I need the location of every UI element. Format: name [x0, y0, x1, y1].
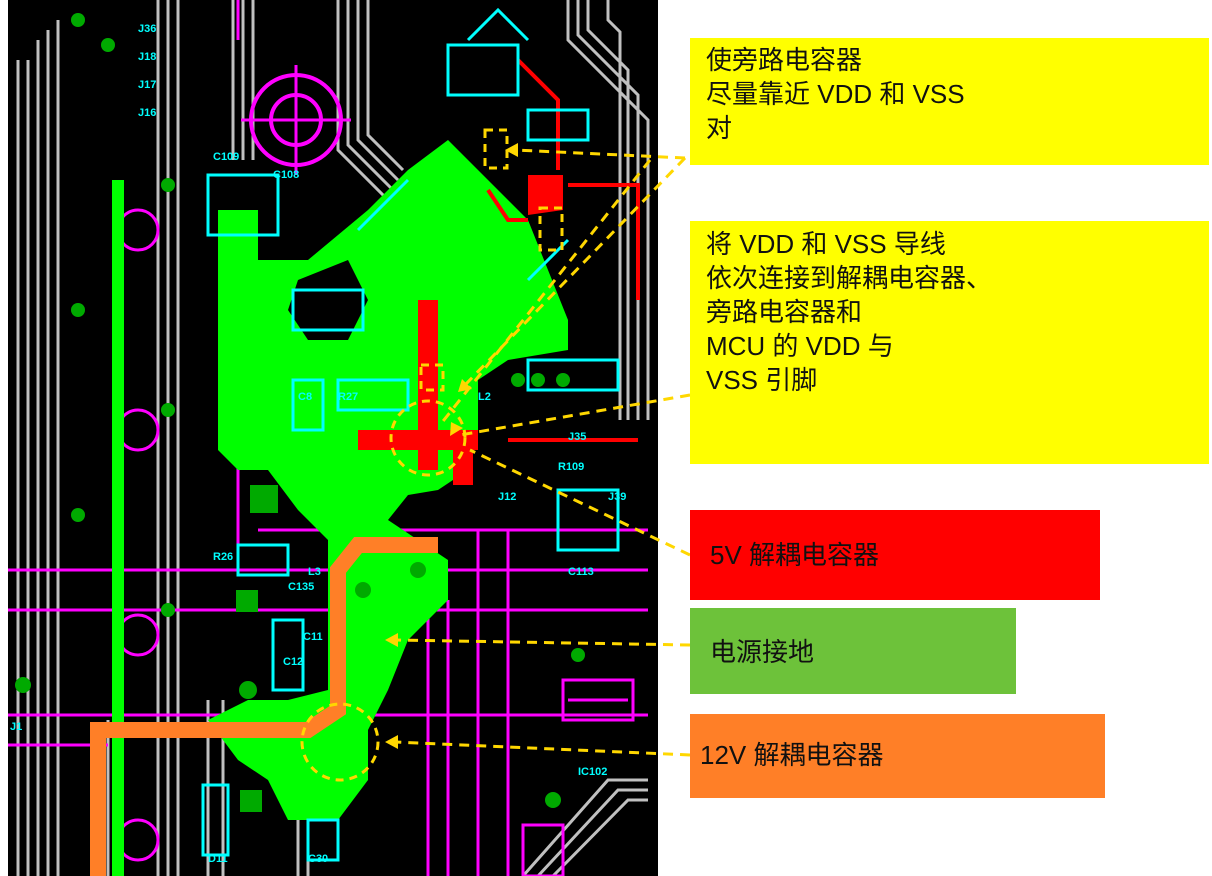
- trace-12v: [90, 537, 438, 876]
- callout-line: 使旁路电容器: [706, 45, 863, 75]
- ic102-footprint: [521, 678, 635, 876]
- silkscreen-label: J39: [608, 491, 626, 503]
- callout-line: 尽量靠近 VDD 和 VSS: [706, 79, 965, 109]
- callout-12v-decoupling: 12V 解耦电容器: [690, 714, 1105, 798]
- callout-line: 依次连接到解耦电容器、: [706, 263, 993, 293]
- silkscreen-label: J18: [138, 51, 156, 63]
- silkscreen-label: IC102: [578, 766, 607, 778]
- silkscreen-label: R109: [558, 461, 584, 473]
- silkscreen-label: J17: [138, 79, 156, 91]
- silkscreen-label: C109: [213, 151, 239, 163]
- silkscreen-label: C11: [303, 631, 323, 643]
- callout-5v-decoupling: 5V 解耦电容器: [690, 510, 1100, 600]
- silkscreen-label: C8: [298, 391, 312, 403]
- callout-line: VSS 引脚: [706, 365, 818, 395]
- silkscreen-label: J1: [10, 721, 22, 733]
- callout-line: 电源接地: [710, 637, 815, 667]
- ground-pour: [208, 140, 568, 820]
- callout-power-ground: 电源接地: [690, 608, 1016, 694]
- silkscreen-label: L3: [308, 566, 321, 578]
- mounting-hole: [241, 65, 351, 175]
- silkscreen-label: C108: [273, 169, 299, 181]
- silkscreen-label: J35: [568, 431, 586, 443]
- signal-traces: [16, 0, 650, 876]
- silkscreen-label: D11: [208, 853, 228, 865]
- silkscreen-label: C113: [568, 566, 594, 578]
- ground-rail: [112, 180, 124, 876]
- silkscreen-label: C12: [283, 656, 303, 668]
- silkscreen-label: J36: [138, 23, 156, 35]
- callout-line: 5V 解耦电容器: [710, 540, 880, 570]
- callout-line: 将 VDD 和 VSS 导线: [706, 229, 946, 259]
- silkscreen-label: J16: [138, 107, 156, 119]
- callout-line: 12V 解耦电容器: [700, 740, 884, 770]
- callout-line: 旁路电容器和: [706, 297, 863, 327]
- callout-vdd-vss-routing: 将 VDD 和 VSS 导线 依次连接到解耦电容器、 旁路电容器和 MCU 的 …: [690, 221, 1209, 464]
- callout-line: MCU 的 VDD 与: [706, 331, 894, 361]
- callout-line: 对: [706, 113, 733, 143]
- silkscreen-label: J12: [498, 491, 516, 503]
- silkscreen-label: C135: [288, 581, 314, 593]
- silkscreen-label: R27: [338, 391, 358, 403]
- silkscreen-label: C30: [308, 853, 328, 865]
- silkscreen-label: R26: [213, 551, 233, 563]
- silkscreen-label: L2: [478, 391, 491, 403]
- callout-bypass-capacitor: 使旁路电容器 尽量靠近 VDD 和 VSS 对: [690, 38, 1209, 165]
